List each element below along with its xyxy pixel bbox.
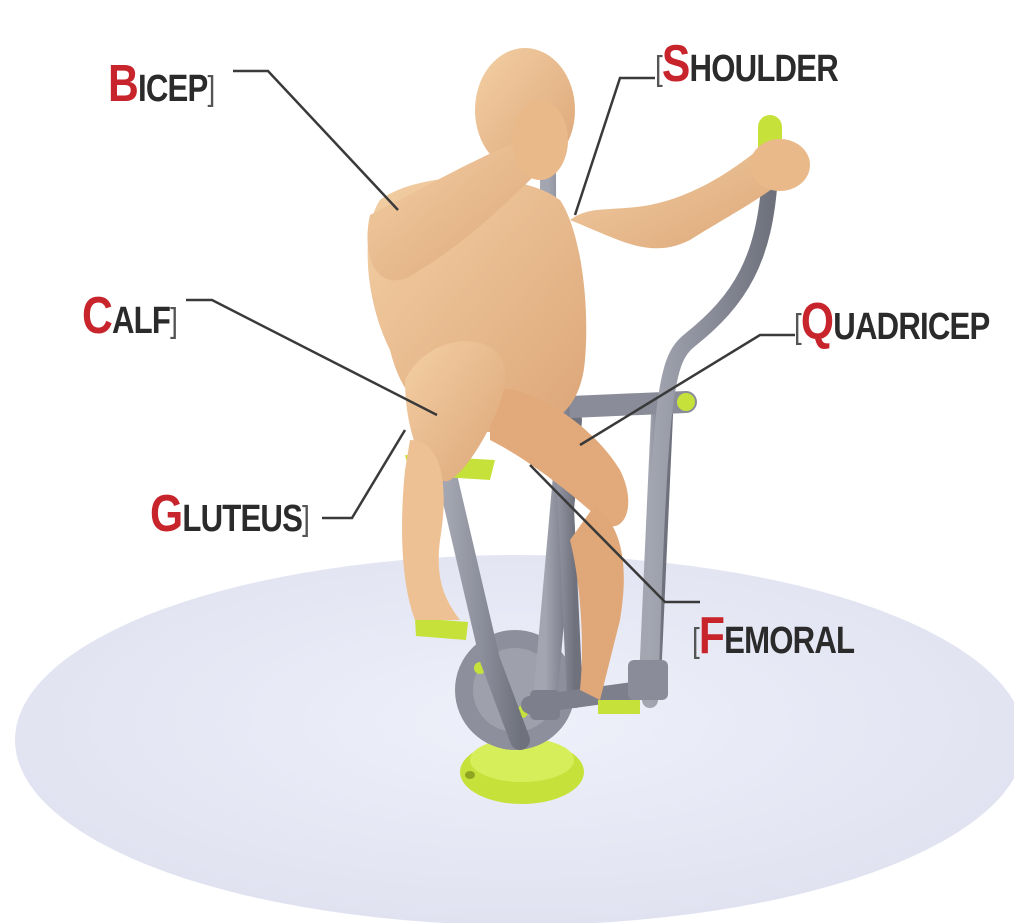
label-femoral: [ F EMORAL [692,610,854,662]
label-shoulder-bracket: [ [655,52,662,86]
label-shoulder-rest: HOULDER [690,50,838,88]
label-bicep-rest: ICEP [138,70,207,108]
label-quadricep: [ Q UADRICEP [794,296,989,348]
leader-shoulder [575,78,655,215]
label-shoulder: [ S HOULDER [655,38,838,90]
label-gluteus-rest: LUTEUS [182,500,302,538]
leader-femoral [530,465,700,602]
label-gluteus-initial: G [150,488,182,540]
leader-bicep [233,71,398,210]
label-bicep-initial: B [108,58,138,110]
label-calf-bracket: ] [170,304,177,338]
label-calf-rest: ALF [112,302,170,340]
label-bicep-bracket: ] [207,72,214,106]
label-calf-initial: C [82,290,112,342]
label-quadricep-bracket: [ [794,310,801,344]
label-calf: C ALF ] [82,290,177,342]
label-femoral-bracket: [ [692,624,699,658]
label-bicep: B ICEP ] [108,58,214,110]
leader-quadricep [580,335,795,445]
label-shoulder-initial: S [662,38,690,90]
label-gluteus-bracket: ] [302,502,309,536]
label-femoral-rest: EMORAL [724,622,854,660]
label-femoral-initial: F [699,610,724,662]
leader-calf [186,300,437,415]
leader-gluteus [322,430,405,518]
label-quadricep-rest: UADRICEP [833,308,989,346]
label-quadricep-initial: Q [801,296,833,348]
label-gluteus: G LUTEUS ] [150,488,309,540]
